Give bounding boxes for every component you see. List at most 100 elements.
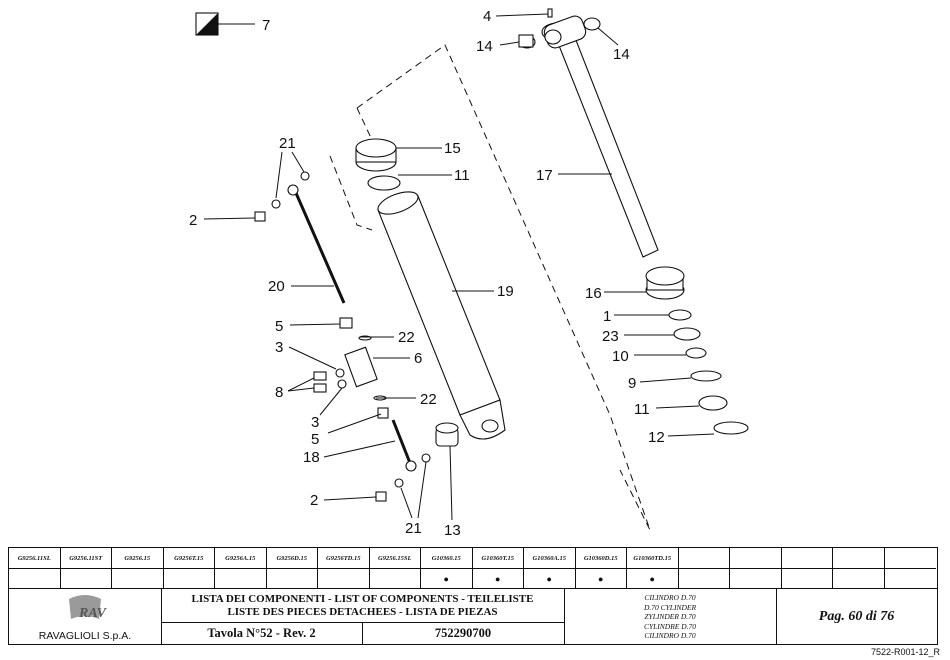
model-column: G9256A.15 (215, 548, 267, 588)
callout-3-bottom: 3 (311, 414, 319, 431)
model-applicability-mark (267, 569, 318, 588)
model-code: G9256.15SL (369, 548, 420, 569)
rav-logo: RAV (69, 595, 108, 621)
company-name: RAVAGLIOLI S.p.A. (38, 630, 132, 642)
model-applicability-mark (112, 569, 163, 588)
model-code: G9256.15 (112, 548, 163, 569)
callout-21-bottom: 21 (405, 520, 422, 537)
model-applicability-mark (9, 569, 60, 588)
model-code (781, 548, 832, 569)
list-title-line1: LISTA DEI COMPONENTI - LIST OF COMPONENT… (191, 592, 534, 605)
model-column: G10360D.15 ● (575, 548, 627, 588)
model-code: G10360T.15 (472, 548, 523, 569)
callout-22-top: 22 (398, 329, 415, 346)
model-applicability-mark: ● (546, 573, 552, 584)
description-block: CILINDRO D.70 D.70 CYLINDER ZYLINDER D.7… (564, 589, 777, 645)
description-fr: CYLINDRE D.70 (643, 621, 697, 631)
cylinder-barrel (377, 191, 506, 440)
model-column: G9256TD.15 (318, 548, 370, 588)
callout-10: 10 (612, 348, 629, 365)
callout-21-top: 21 (279, 135, 296, 152)
callout-17: 17 (536, 167, 553, 184)
page-number: Pag. 60 di 76 (818, 609, 895, 624)
callout-12: 12 (648, 429, 665, 446)
callout-13: 13 (444, 522, 461, 539)
model-code (833, 548, 884, 569)
assembly-outline (356, 44, 651, 531)
description-it: CILINDRO D.70 (644, 593, 696, 603)
bushing-right (583, 17, 601, 31)
model-applicability-mark: ● (598, 573, 604, 584)
model-column (781, 548, 833, 588)
description-en: D.70 CYLINDER (643, 602, 697, 612)
model-code: G9256.11ST (60, 548, 111, 569)
model-code (730, 548, 781, 569)
model-applicability-mark (833, 569, 884, 588)
rod-seal-stack (645, 266, 749, 435)
callout-23: 23 (602, 328, 619, 345)
callout-6: 6 (414, 350, 422, 367)
callout-22-bottom: 22 (420, 391, 437, 408)
model-applicability-mark (782, 569, 833, 588)
callout-7: 7 (262, 17, 270, 34)
barrel-bushing (435, 422, 459, 447)
bushing-left (518, 34, 536, 49)
callout-16: 16 (585, 285, 602, 302)
list-title-line2: LISTE DES PIECES DETACHEES - LISTA DE PI… (227, 605, 498, 618)
logo-mark: RAV (78, 606, 108, 621)
model-applicability-mark (318, 569, 369, 588)
model-code: G9256D.15 (266, 548, 317, 569)
callout-11-right: 11 (634, 401, 650, 418)
model-column: G10360.15 ● (421, 548, 473, 588)
model-code: G9256.11SL (9, 548, 60, 569)
company-logo-cell: RAV RAVAGLIOLI S.p.A. (9, 589, 162, 645)
model-column (678, 548, 730, 588)
model-code: G9256A.15 (215, 548, 266, 569)
exploded-parts-diagram: 7 4 14 14 17 16 1 23 10 (189, 8, 749, 539)
model-applicability-mark: ● (649, 573, 655, 584)
model-applicability-mark (730, 569, 781, 588)
callout-9: 9 (628, 375, 636, 392)
model-column: G9256T.15 (163, 548, 215, 588)
document-reference: 7522-R001-12_R (870, 647, 940, 657)
callout-1: 1 (603, 308, 611, 325)
model-column: G9256D.15 (266, 548, 318, 588)
model-column: G9256.11ST (60, 548, 112, 588)
callout-3-top: 3 (275, 339, 283, 356)
description-de: ZYLINDER D.70 (644, 612, 696, 622)
callout-2-bottom: 2 (310, 492, 318, 509)
cylinder-head (355, 138, 401, 191)
model-code: G10360D.15 (575, 548, 626, 569)
drawing-code: 752290700 (362, 622, 565, 645)
model-code: G10360.15 (421, 548, 472, 569)
model-column: G9256.11SL (9, 548, 61, 588)
callout-19: 19 (497, 283, 514, 300)
piston-rod (541, 15, 659, 258)
model-applicability-mark (215, 569, 266, 588)
model-applicability-mark (885, 569, 937, 588)
model-column: G10360A.15● (524, 548, 576, 588)
plate-number: Tavola N°52 - Rev. 2 (161, 622, 363, 645)
model-code (678, 548, 729, 569)
model-applicability-mark: ● (495, 573, 501, 584)
description-es: CILINDRO D.70 (644, 631, 696, 641)
model-column (884, 548, 937, 588)
model-column (833, 548, 885, 588)
model-code: G9256T.15 (163, 548, 214, 569)
callout-14-left: 14 (476, 38, 493, 55)
model-applicability-mark (61, 569, 112, 588)
callout-14-right: 14 (613, 46, 630, 63)
model-code: G9256TD.15 (318, 548, 369, 569)
model-applicability-mark: ● (443, 573, 449, 584)
component-list-title: LISTA DEI COMPONENTI - LIST OF COMPONENT… (161, 589, 565, 623)
model-column: G9256.15SL (369, 548, 421, 588)
model-column: G10360TD.15● (627, 548, 679, 588)
valve-block (313, 317, 389, 419)
callout-11-left: 11 (454, 167, 470, 184)
callout-18: 18 (303, 449, 320, 466)
callout-20: 20 (268, 278, 285, 295)
upper-pipe (254, 171, 346, 304)
model-code (884, 548, 936, 569)
